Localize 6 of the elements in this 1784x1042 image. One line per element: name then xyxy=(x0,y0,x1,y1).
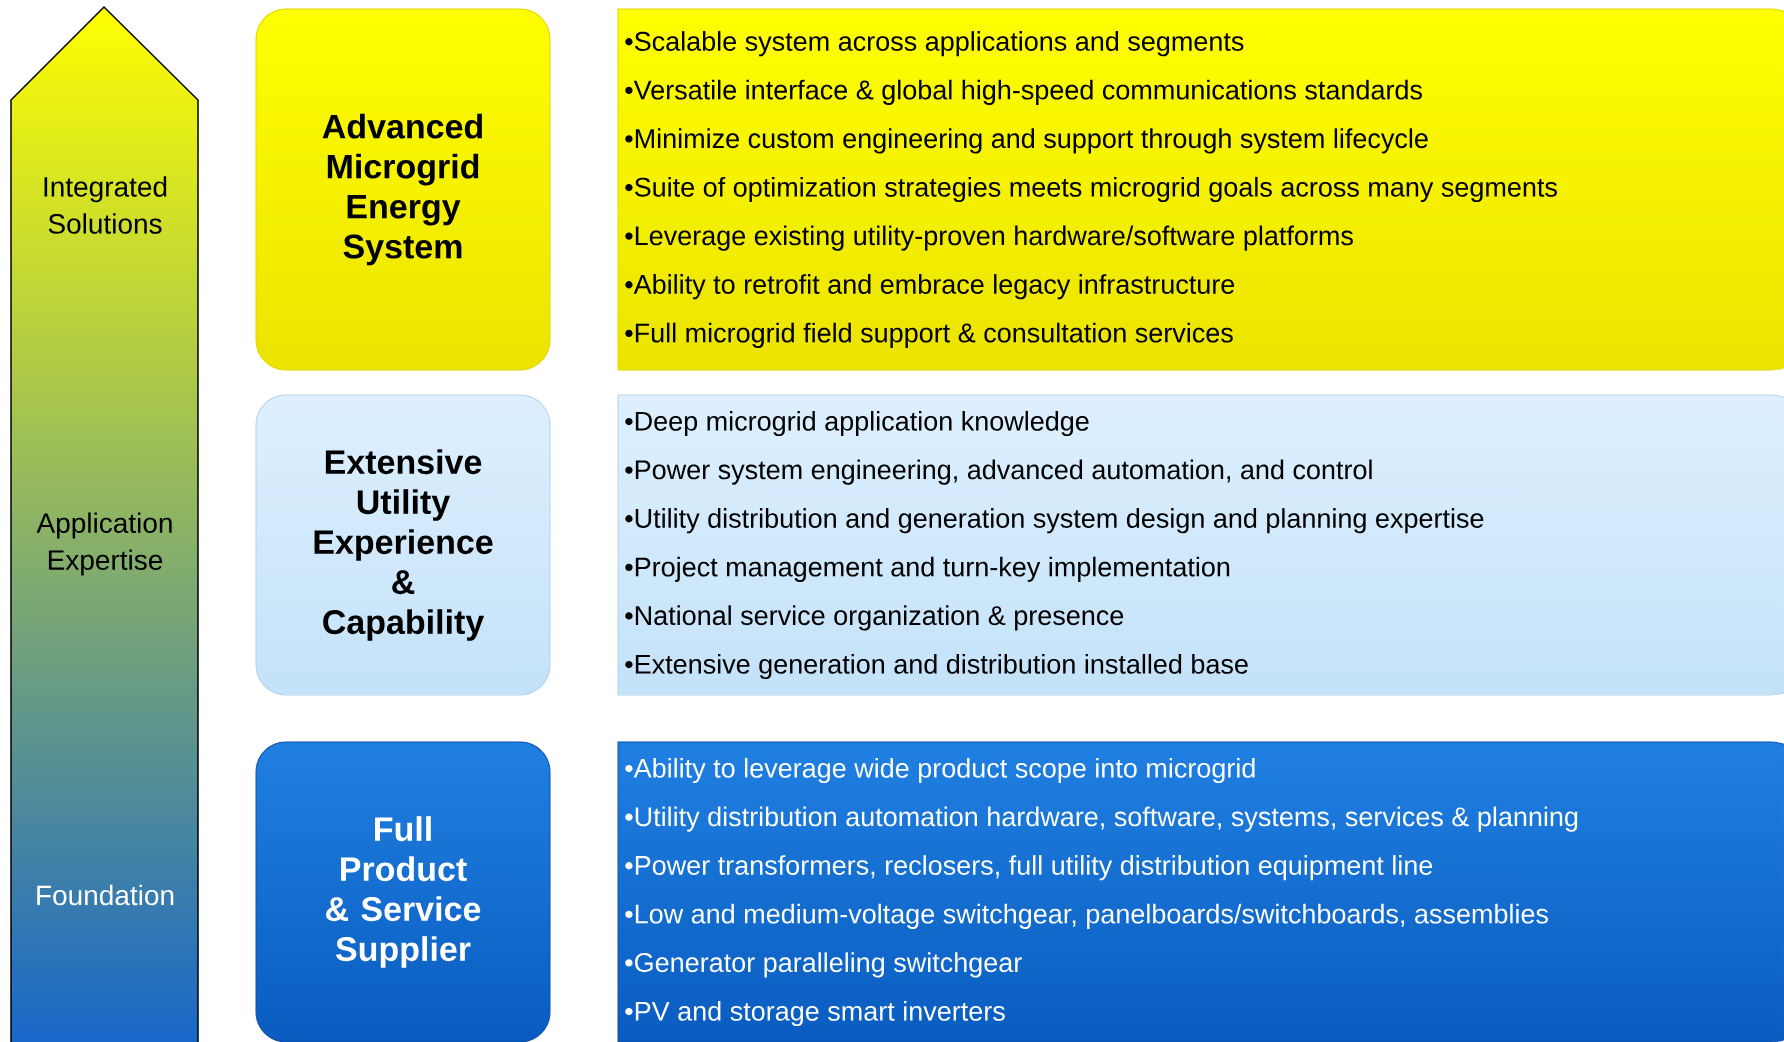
tier-title-box: Full Product & Service Supplier xyxy=(255,741,551,1042)
tier-title-box: Advanced Microgrid Energy System xyxy=(255,8,551,371)
bullet-list-box: •Ability to leverage wide product scope into microgrid •Utility distribution automation hardware, software, systems, services & planning •Power transformers, reclosers, full utility distribution equipment line •Low and medium-voltage switchgear, panelboards/switchboards, assemblies •Generator paralleling switchgear •PV and storage smart inverters xyxy=(617,741,1784,1042)
bullet-list-box: •Deep microgrid application knowledge •Power system engineering, advanced automation, and control •Utility distribution and generation system design and planning expertise •Project management and turn-key implementation •National service organization & presence •Extensive generation and distribution installed base xyxy=(617,394,1784,696)
bullet-list-box: •Scalable system across applications and segments •Versatile interface & global high-speed communications standards •Minimize custom engineering and support through system lifecycle •Suite of optimization strategies meets microgrid goals across many segments •Leverage existing utility-proven hardware/software platforms •Ability to retrofit and embrace legacy infrastructure •Full microgrid field support & consultation services xyxy=(617,8,1784,371)
tier-title-box: Extensive Utility Experience & Capability xyxy=(255,394,551,696)
